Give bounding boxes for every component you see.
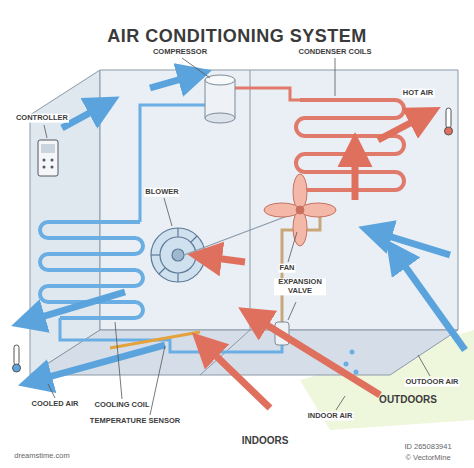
diagram-title: AIR CONDITIONING SYSTEM: [0, 26, 474, 47]
fan-symbol: [264, 174, 336, 246]
watermark: © VectorMine: [404, 454, 451, 463]
zone-label: OUTDOORS: [378, 394, 438, 406]
part-label: COOLING COIL: [94, 401, 151, 410]
air-arrows: [38, 78, 465, 408]
air-label: COOLED AIR: [31, 400, 80, 409]
part-label: CONTROLLER: [15, 114, 69, 123]
condenser-coil: [296, 100, 404, 208]
discharge-pipe: [235, 88, 300, 100]
thermometer-icon: [13, 108, 453, 372]
air-label: INDOOR AIR: [307, 412, 354, 421]
part-label: CONDENSER COILS: [298, 48, 373, 57]
part-label: EXPANSION VALVE: [274, 278, 326, 295]
return-pipe: [60, 318, 282, 352]
zone-label: INDOORS: [241, 435, 290, 447]
part-label: TEMPERATURE SENSOR: [89, 417, 181, 426]
part-label: BLOWER: [144, 188, 179, 197]
part-label: COMPRESSOR: [152, 48, 208, 57]
air-label: HOT AIR: [402, 89, 435, 98]
housing: [30, 70, 458, 375]
part-label: FAN: [279, 264, 296, 273]
watermark: dreamstime.com: [13, 452, 70, 461]
air-label: OUTDOOR AIR: [404, 378, 459, 387]
controller-symbol: [38, 140, 58, 176]
leader-lines: [44, 58, 430, 415]
watermark: ID 265083941: [403, 443, 452, 452]
compressor-symbol: [205, 75, 235, 123]
suction-pipe: [140, 105, 205, 222]
